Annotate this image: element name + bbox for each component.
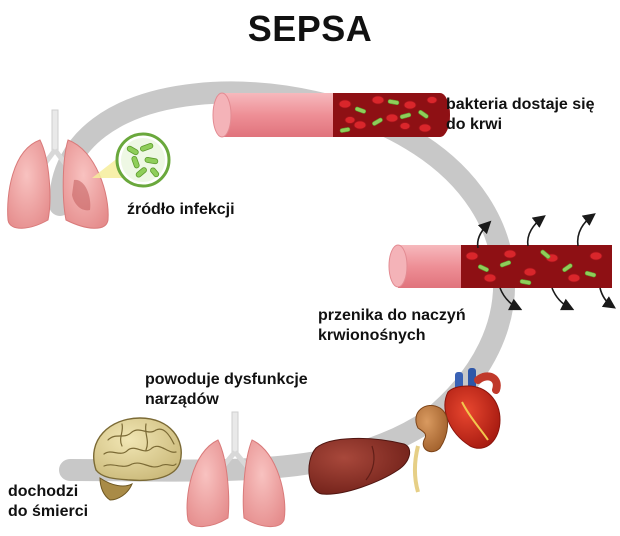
label-death: dochodzi do śmierci (8, 483, 89, 520)
label-source-of-infection: źródło infekcji (127, 201, 235, 218)
brain-icon (93, 417, 182, 501)
lungs-icon (186, 411, 286, 527)
heart-icon (444, 368, 501, 449)
leaking-blood-vessel-icon (388, 213, 616, 311)
lungs-icon (7, 109, 128, 229)
label-organ-dysfunction: powoduje dysfunkcje narządów (145, 371, 308, 408)
kidney-icon (413, 405, 448, 493)
bacteria-magnifier-icon (115, 132, 171, 188)
diagram-title: SEPSA (247, 8, 373, 49)
label-penetrates-vessels: przenika do naczyń krwionośnych (318, 307, 466, 344)
blood-vessel-icon (212, 92, 450, 138)
label-bacteria-enter-blood: bakteria dostaje się do krwi (446, 96, 595, 133)
liver-icon (308, 437, 411, 495)
